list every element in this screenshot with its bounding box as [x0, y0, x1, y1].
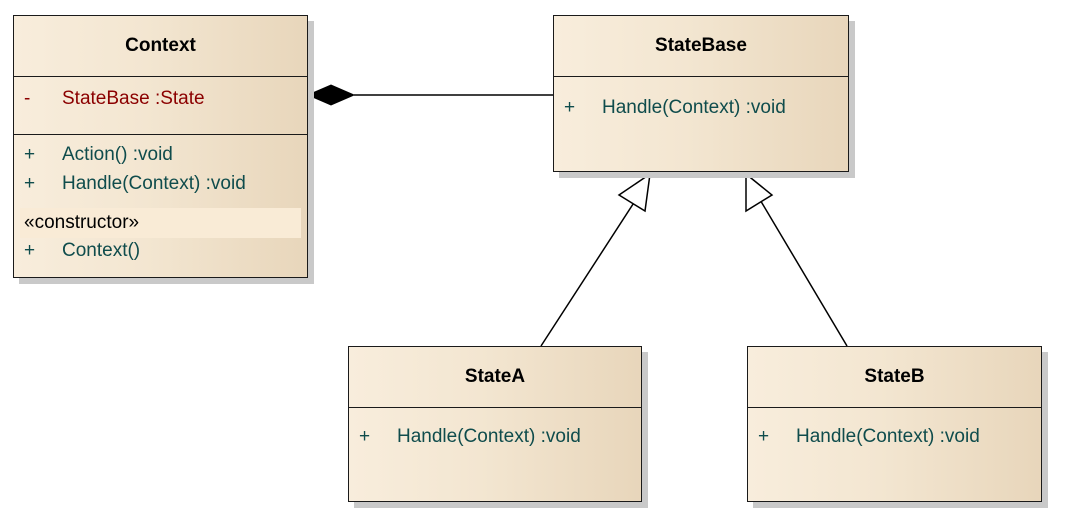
- generalization-arrowhead-icon: [745, 172, 774, 213]
- operation-row: + Handle(Context) :void: [14, 171, 307, 197]
- composition-diamond-icon: [306, 84, 356, 106]
- class-statebase[interactable]: StateBase + Handle(Context) :void: [553, 15, 849, 172]
- generalization-connector-stateb: [745, 172, 848, 347]
- attribute-signature: StateBase :State: [62, 88, 205, 109]
- operation-row: + Context(): [14, 238, 307, 264]
- operation-signature: Handle(Context) :void: [796, 426, 980, 447]
- constructor-stereotype: «constructor»: [20, 208, 301, 238]
- class-context-name: Context: [14, 16, 307, 77]
- constructor-signature: Context(): [62, 240, 141, 261]
- visibility-marker: +: [24, 173, 36, 194]
- attribute-row: - StateBase :State: [14, 86, 307, 112]
- operation-signature: Handle(Context) :void: [602, 97, 786, 118]
- class-context-operations: + Action() :void + Handle(Context) :void…: [14, 135, 307, 276]
- visibility-marker: +: [758, 426, 770, 447]
- visibility-marker: +: [24, 240, 36, 261]
- operation-signature: Action() :void: [62, 144, 173, 165]
- operation-row: + Handle(Context) :void: [349, 424, 641, 450]
- class-statea[interactable]: StateA + Handle(Context) :void: [348, 346, 642, 502]
- class-context-attributes: - StateBase :State: [14, 77, 307, 135]
- visibility-marker: -: [24, 88, 31, 109]
- class-stateb-name: StateB: [748, 347, 1041, 408]
- operation-signature: Handle(Context) :void: [397, 426, 581, 447]
- generalization-line-stateb: [758, 197, 848, 347]
- class-statebase-name: StateBase: [554, 16, 848, 77]
- class-context[interactable]: Context - StateBase :State + Action() :v…: [13, 15, 308, 278]
- class-stateb[interactable]: StateB + Handle(Context) :void: [747, 346, 1042, 502]
- class-statebase-operations: + Handle(Context) :void: [554, 77, 848, 171]
- operation-row: + Action() :void: [14, 142, 307, 168]
- generalization-connector-statea: [540, 172, 651, 347]
- class-statea-operations: + Handle(Context) :void: [349, 408, 641, 501]
- operation-signature: Handle(Context) :void: [62, 173, 246, 194]
- generalization-arrowhead-icon: [617, 172, 651, 213]
- class-statea-name: StateA: [349, 347, 641, 408]
- visibility-marker: +: [24, 144, 36, 165]
- generalization-line-statea: [540, 197, 638, 347]
- visibility-marker: +: [564, 97, 576, 118]
- operation-row: + Handle(Context) :void: [554, 95, 848, 121]
- composition-connector: [306, 84, 553, 106]
- visibility-marker: +: [359, 426, 371, 447]
- operation-row: + Handle(Context) :void: [748, 424, 1041, 450]
- class-stateb-operations: + Handle(Context) :void: [748, 408, 1041, 501]
